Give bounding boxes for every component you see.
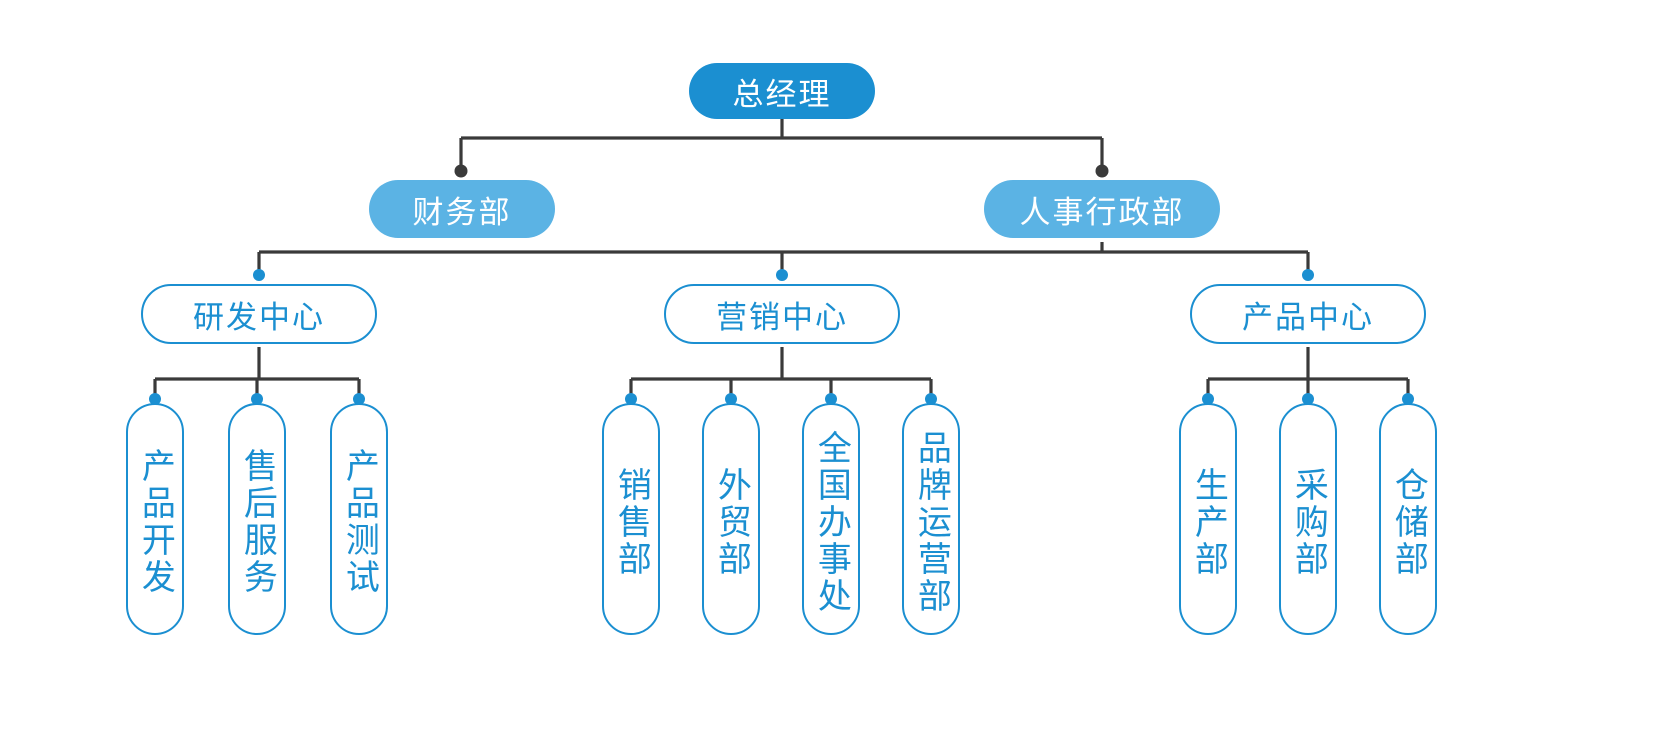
node-product-center[interactable]: 产品中心 bbox=[1190, 284, 1426, 344]
node-procurement-department[interactable]: 采购部 bbox=[1279, 403, 1337, 635]
dot-product-center bbox=[1302, 269, 1314, 281]
node-sales-department[interactable]: 销售部 bbox=[602, 403, 660, 635]
node-label: 外贸部 bbox=[712, 466, 751, 578]
node-marketing-center[interactable]: 营销中心 bbox=[664, 284, 900, 344]
node-warehousing-department[interactable]: 仓储部 bbox=[1379, 403, 1437, 635]
node-label: 人事行政部 bbox=[1019, 194, 1185, 230]
node-label: 仓储部 bbox=[1389, 466, 1428, 578]
node-finance-department[interactable]: 财务部 bbox=[369, 180, 555, 238]
node-label: 全国办事处 bbox=[812, 429, 851, 615]
node-product-testing[interactable]: 产品测试 bbox=[330, 403, 388, 635]
node-after-sales-service[interactable]: 售后服务 bbox=[228, 403, 286, 635]
dot-hr bbox=[1095, 164, 1109, 178]
dot-marketing-center bbox=[776, 269, 788, 281]
node-label: 研发中心 bbox=[193, 299, 325, 335]
node-label: 产品开发 bbox=[136, 448, 175, 596]
node-foreign-trade-department[interactable]: 外贸部 bbox=[702, 403, 760, 635]
node-production-department[interactable]: 生产部 bbox=[1179, 403, 1237, 635]
node-brand-operations-department[interactable]: 品牌运营部 bbox=[902, 403, 960, 635]
node-label: 总经理 bbox=[732, 76, 832, 112]
node-label: 生产部 bbox=[1189, 466, 1228, 578]
node-label: 销售部 bbox=[612, 466, 651, 578]
node-rd-center[interactable]: 研发中心 bbox=[141, 284, 377, 344]
node-label: 财务部 bbox=[412, 194, 512, 230]
dot-rd-center bbox=[253, 269, 265, 281]
node-label: 营销中心 bbox=[716, 299, 848, 335]
node-national-offices[interactable]: 全国办事处 bbox=[802, 403, 860, 635]
node-label: 品牌运营部 bbox=[912, 429, 951, 615]
node-general-manager[interactable]: 总经理 bbox=[689, 63, 875, 119]
dot-finance bbox=[454, 164, 468, 178]
node-label: 售后服务 bbox=[238, 448, 277, 596]
node-hr-admin-department[interactable]: 人事行政部 bbox=[984, 180, 1220, 238]
node-label: 采购部 bbox=[1289, 466, 1328, 578]
node-label: 产品测试 bbox=[340, 448, 379, 596]
node-product-development[interactable]: 产品开发 bbox=[126, 403, 184, 635]
node-label: 产品中心 bbox=[1242, 299, 1374, 335]
